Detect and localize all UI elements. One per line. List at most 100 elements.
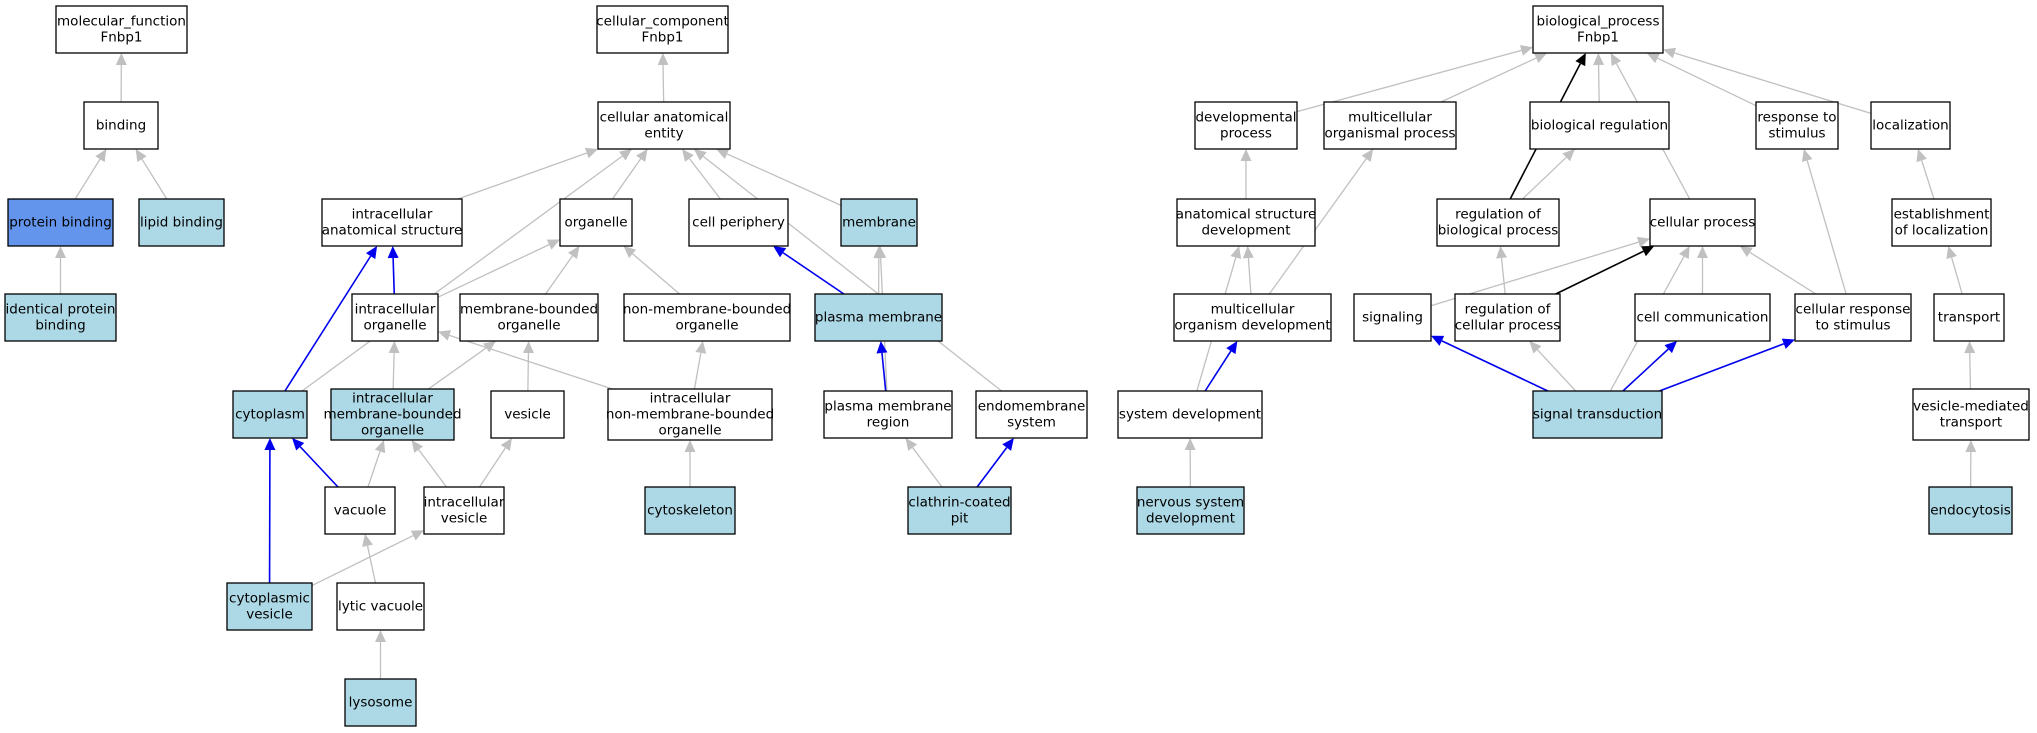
term-box [1353, 293, 1432, 342]
term-box [1933, 293, 2005, 342]
term-node-localization[interactable]: localization [1870, 101, 1951, 150]
edge-arrowhead [1242, 246, 1254, 259]
term-node-signaling[interactable]: signaling [1353, 293, 1432, 342]
edge-bio_reg-to-bp [1593, 53, 1605, 103]
edge-line [1440, 57, 1537, 103]
term-label: response to [1757, 110, 1836, 126]
term-node-organelle[interactable]: organelle [559, 198, 633, 247]
term-box [1194, 101, 1298, 150]
term-box [1649, 198, 1756, 247]
term-node-vacuole[interactable]: vacuole [324, 486, 396, 535]
edge-arrowhead [1964, 341, 1976, 354]
term-node-membrane[interactable]: membrane [840, 198, 918, 247]
term-box [83, 101, 159, 150]
edge-identical_protein_binding-to-protein_binding [55, 246, 66, 294]
edge-arrowhead [55, 246, 66, 258]
term-node-cytoskeleton[interactable]: cytoskeleton [644, 486, 736, 535]
edge-line [1806, 160, 1847, 295]
term-box [1436, 198, 1560, 247]
term-label: nervous system [1137, 495, 1244, 511]
edge-line [912, 447, 943, 488]
edge-arrowhead [636, 149, 648, 162]
edge-arrowhead [1562, 149, 1575, 162]
term-node-protein-binding[interactable]: protein binding [7, 198, 114, 247]
term-label: vesicle [246, 607, 293, 623]
term-node-sys-dev[interactable]: system development [1117, 390, 1263, 439]
edge-line [457, 152, 588, 200]
term-node-cell-comm[interactable]: cell communication [1634, 293, 1771, 342]
term-box [1794, 293, 1912, 342]
term-label: multicellular [1348, 110, 1432, 126]
term-node-binding[interactable]: binding [83, 101, 159, 150]
edge-line [311, 534, 414, 587]
term-node-lipid-binding[interactable]: lipid binding [138, 198, 225, 247]
edge-arrowhead [1226, 341, 1238, 355]
term-node-sig-trans[interactable]: signal transduction [1532, 390, 1663, 439]
term-node-vesicle[interactable]: vesicle [490, 390, 565, 439]
term-node-transport[interactable]: transport [1933, 293, 2005, 342]
term-label: cellular response [1796, 302, 1911, 318]
edge-arrowhead [1663, 47, 1677, 59]
term-node-inmbo[interactable]: intracellularnon-membrane-boundedorganel… [606, 388, 774, 441]
term-node-lytic-vacuole[interactable]: lytic vacuole [336, 582, 425, 631]
term-box [7, 198, 114, 247]
edge-arrowhead [1431, 335, 1445, 346]
term-label: organelle [497, 318, 560, 334]
edge-arrowhead [374, 440, 386, 454]
term-label: plasma membrane [815, 310, 942, 326]
edge-line [726, 153, 842, 206]
edge-arrowhead [623, 246, 637, 258]
term-node-cytoplasm[interactable]: cytoplasm [232, 390, 308, 439]
term-node-cell-process[interactable]: cellular process [1649, 198, 1756, 247]
term-node-endocytosis[interactable]: endocytosis [1928, 486, 2013, 535]
term-node-lysosome[interactable]: lysosome [344, 678, 417, 727]
term-label: organelle [658, 423, 721, 439]
term-node-cell-periphery[interactable]: cell periphery [688, 198, 789, 247]
term-box [4, 293, 117, 342]
term-label: transport [1940, 415, 2002, 431]
term-label: cell communication [1637, 310, 1769, 326]
term-box [688, 198, 789, 247]
edge-organelle-to-cae [611, 149, 648, 200]
term-box [559, 198, 633, 247]
edge-imbo-to-mbo [428, 341, 496, 390]
term-label: organism development [1174, 318, 1330, 334]
edge-line [74, 158, 101, 200]
term-label: lysosome [349, 695, 413, 711]
edge-arrowhead [1575, 53, 1586, 67]
edge-intra_vesicle-to-imbo [411, 440, 448, 488]
edge-line [1921, 160, 1935, 200]
term-node-plasma-membrane[interactable]: plasma membrane [814, 293, 943, 342]
term-label: entity [644, 126, 683, 142]
edge-line [392, 352, 395, 390]
term-node-bio-reg[interactable]: biological regulation [1529, 101, 1670, 150]
term-label: intracellular [352, 207, 433, 223]
term-label: vacuole [334, 503, 387, 519]
